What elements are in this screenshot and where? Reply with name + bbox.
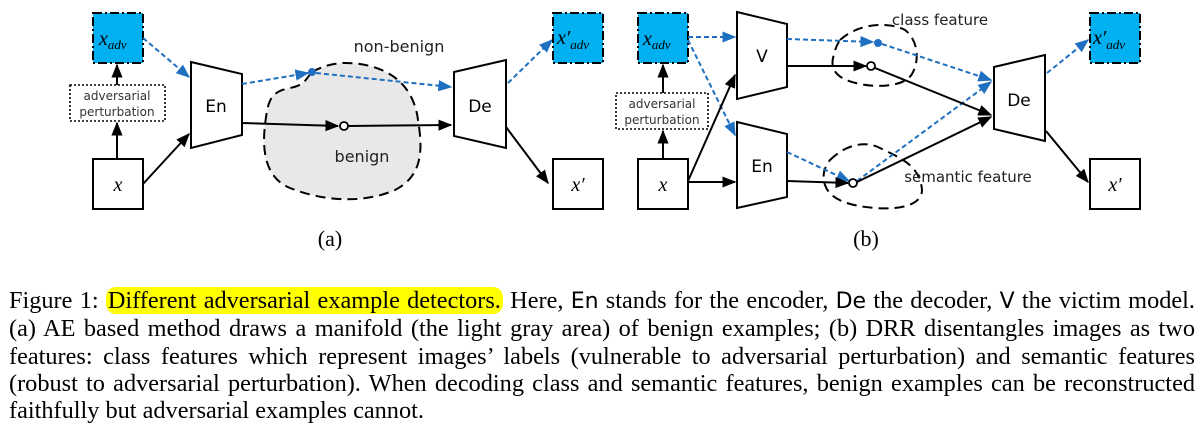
- arrow-benign-latent-to-decoder: [347, 119, 453, 131]
- encoder-block-b: En: [736, 120, 788, 210]
- semantic-feature-point: [848, 178, 858, 188]
- semantic-feature-label: semantic feature: [904, 168, 1032, 186]
- x-reconstructed-box-b: x′: [1089, 158, 1141, 210]
- figure-diagram: xadv adversarial perturbation x En: [69, 10, 1141, 251]
- benign-label: benign: [335, 147, 390, 166]
- adversarial-perturbation-box: adversarial perturbation: [69, 84, 166, 122]
- arrow-decoder-to-x-rec: [505, 126, 549, 185]
- svg-text:adversarial: adversarial: [84, 89, 151, 103]
- benign-class-feature-point: [866, 61, 876, 71]
- adv-latent-point: [308, 68, 316, 76]
- encoder-block: En: [190, 60, 243, 150]
- x-reconstructed-box: x′: [552, 158, 604, 210]
- x-adv-reconstructed-box-b: x′adv: [1089, 12, 1141, 64]
- class-feature-region: [831, 23, 918, 87]
- arrow-encoder-to-semantic-feature: [786, 176, 850, 189]
- panel-b-label: (b): [853, 226, 879, 251]
- svg-text:x′: x′: [1107, 174, 1122, 196]
- adversarial-perturbation-box-b: adversarial perturbation: [615, 92, 709, 130]
- non-benign-label: non-benign: [354, 37, 445, 56]
- svg-text:x′: x′: [570, 174, 585, 196]
- x-adv-box-b: xadv: [637, 12, 689, 64]
- x-adv-reconstructed-box: x′adv: [552, 12, 604, 64]
- arrow-x-adv-to-encoder-b: [687, 39, 736, 137]
- arrow-adv-latent-to-decoder: [315, 72, 453, 92]
- svg-text:En: En: [205, 97, 227, 117]
- svg-text:x′adv: x′adv: [1092, 27, 1125, 52]
- svg-text:xadv: xadv: [642, 28, 671, 52]
- decoder-block: De: [453, 58, 507, 150]
- svg-text:De: De: [1007, 91, 1031, 111]
- caption-text: the victim model. (a) AE based method dr…: [9, 287, 1195, 425]
- caption-text: the decoder,: [866, 287, 1000, 314]
- x-adv-box: xadv: [92, 12, 144, 64]
- arrow-semantic-adv-to-decoder: [856, 81, 993, 182]
- arrow-class-to-decoder: [874, 67, 993, 116]
- svg-text:perturbation: perturbation: [624, 113, 699, 127]
- arrow-x-to-encoder: [142, 132, 190, 185]
- caption-en-term: En: [570, 289, 599, 314]
- arrow-encoder-to-adv-latent: [241, 69, 310, 85]
- arrow-decoder-to-x-rec-b: [1045, 130, 1089, 184]
- caption-highlighted-title: Different adversarial example detectors.: [105, 287, 503, 314]
- arrow-encoder-to-benign-latent: [241, 120, 340, 132]
- adv-class-feature-point: [874, 39, 882, 47]
- arrow-x-to-victim: [687, 73, 736, 182]
- x-input-box: x: [92, 158, 144, 210]
- benign-latent-point: [339, 121, 349, 131]
- x-input-box-b: x: [637, 158, 689, 210]
- svg-text:x: x: [113, 174, 123, 196]
- arrow-x-adv-to-encoder: [142, 37, 191, 78]
- caption-text: stands for the encoder,: [598, 287, 836, 314]
- caption-prefix: Figure 1:: [9, 287, 106, 314]
- panel-a-label: (a): [318, 226, 342, 251]
- svg-text:x: x: [658, 174, 668, 196]
- victim-model-block: V: [736, 10, 788, 101]
- panel-b: xadv adversarial perturbation x V En: [615, 10, 1141, 251]
- caption-text: Here,: [502, 287, 571, 314]
- panel-a: xadv adversarial perturbation x En: [69, 12, 604, 251]
- arrow-encoder-to-semantic-feature-adv: [786, 151, 851, 182]
- svg-text:V: V: [756, 47, 768, 67]
- svg-text:x′adv: x′adv: [556, 27, 589, 52]
- class-feature-label: class feature: [892, 11, 988, 29]
- svg-text:En: En: [751, 157, 773, 177]
- arrow-semantic-to-decoder: [856, 116, 993, 183]
- arrow-decoder-to-x-adv-rec: [507, 39, 554, 84]
- svg-text:perturbation: perturbation: [79, 105, 154, 119]
- arrow-adv-class-to-decoder: [881, 43, 993, 82]
- svg-text:adversarial: adversarial: [629, 97, 696, 111]
- svg-text:xadv: xadv: [98, 28, 127, 52]
- caption-v-term: V: [999, 289, 1015, 314]
- benign-manifold: [263, 62, 422, 201]
- decoder-block-b: De: [993, 53, 1046, 143]
- arrow-decoder-to-x-adv-rec-b: [1046, 39, 1090, 74]
- svg-text:De: De: [468, 97, 492, 117]
- caption-de-term: De: [835, 289, 867, 314]
- arrow-victim-to-adv-class-feature: [786, 35, 875, 48]
- figure-caption: Figure 1: Different adversarial example …: [9, 287, 1195, 424]
